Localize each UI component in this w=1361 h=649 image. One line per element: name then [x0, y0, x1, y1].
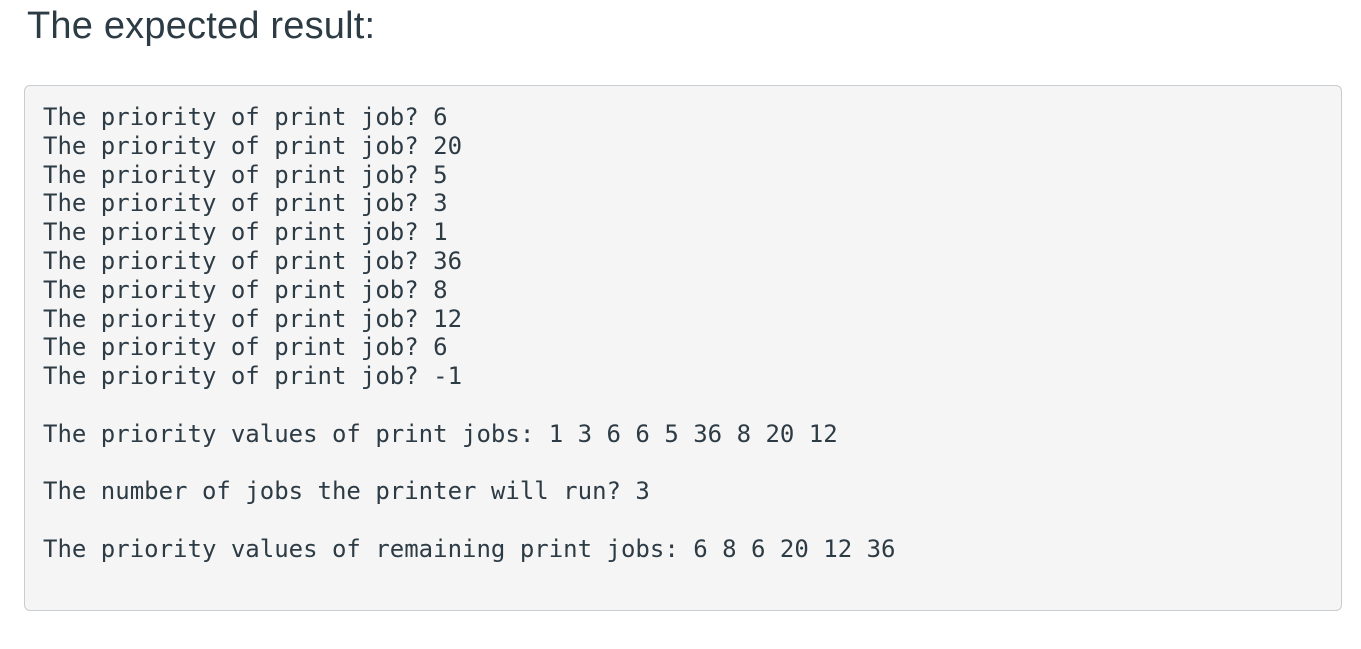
- page-title: The expected result:: [27, 5, 376, 47]
- expected-result-output-box: The priority of print job? 6 The priorit…: [24, 85, 1342, 611]
- console-output-text: The priority of print job? 6 The priorit…: [43, 103, 896, 563]
